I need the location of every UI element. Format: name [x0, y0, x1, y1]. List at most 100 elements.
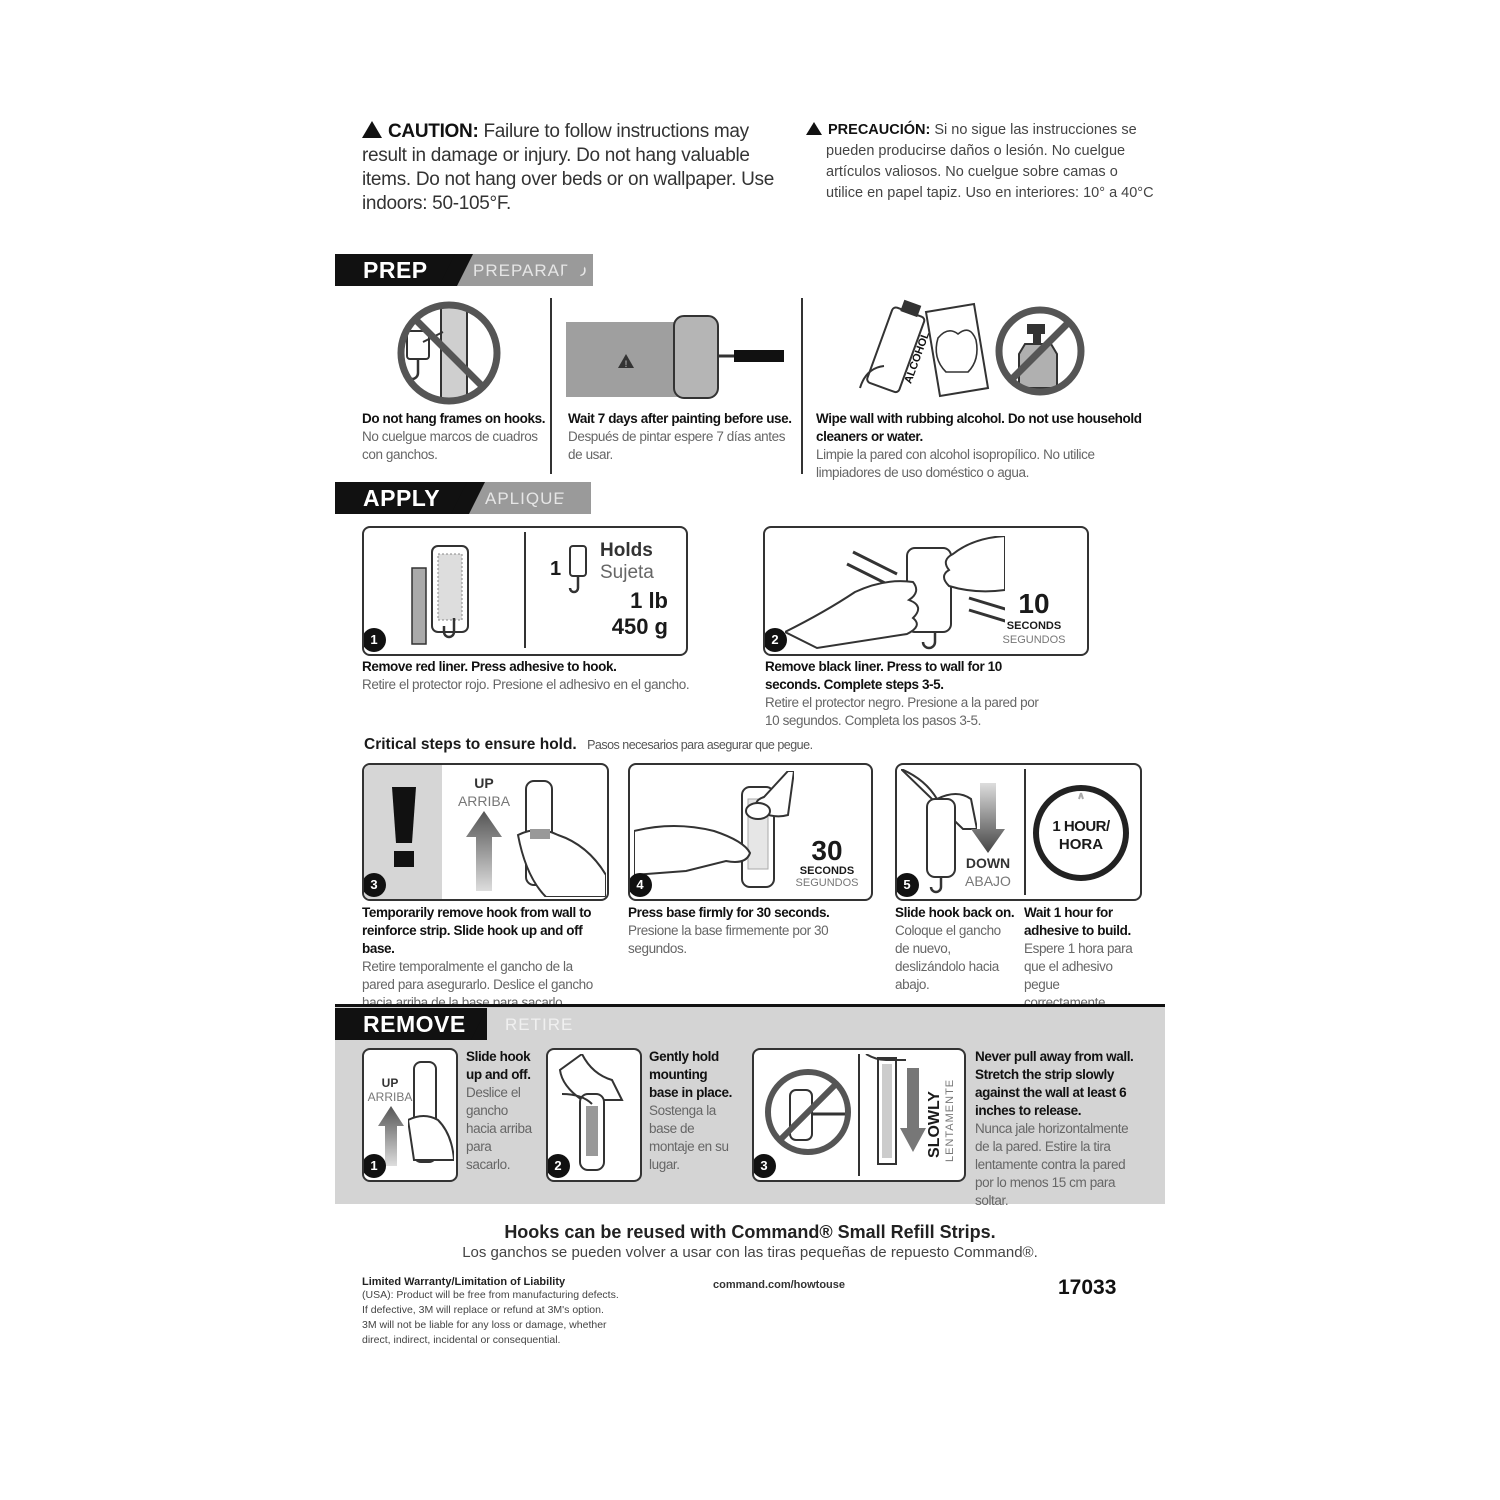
apply-step1-bold: Remove red liner. Press adhesive to hook… [362, 659, 617, 674]
prep-step3-es: Limpie la pared con alcohol isopropílico… [816, 447, 1095, 480]
critical-title-es: Pasos necesarios para asegurar que pegue… [587, 738, 813, 752]
apply-header-slant [451, 482, 591, 514]
step-number: 4 [630, 873, 652, 897]
apply-title: APPLY [335, 482, 467, 514]
step-number: 2 [765, 628, 787, 652]
critical-step5-bold: Slide hook back on. [895, 905, 1015, 920]
remove-step1-bold: Slide hook up and off. [466, 1049, 531, 1082]
product-code: 17033 [1058, 1276, 1117, 1299]
step-number: 1 [364, 628, 386, 652]
stretch-strip-icon [865, 1054, 906, 1165]
critical-step5-box: DOWN ABAJO 1 HOUR/ HORA 5 [895, 763, 1142, 901]
clock-text-line2: HORA [1058, 836, 1104, 853]
critical-step3-box: UP ARRIBA 3 [362, 763, 609, 901]
press-hands-icon [785, 536, 1005, 650]
remove-title: REMOVE [335, 1008, 487, 1040]
remove-header-slant [471, 1008, 487, 1040]
remove-step1-box: UP ARRIBA 1 [362, 1048, 458, 1182]
up-label: UP [474, 775, 494, 791]
prep-step2-es: Después de pintar espere 7 días antes de… [568, 429, 786, 462]
seconds-label: SECONDS [1006, 620, 1062, 632]
arrow-up-icon [466, 811, 502, 891]
paint-roller-icon: ! [566, 315, 784, 399]
critical-heading: Critical steps to ensure hold. Pasos nec… [364, 736, 813, 754]
up-label-es: ARRIBA [367, 1090, 413, 1104]
seconds-label-es: SEGUNDOS [1002, 634, 1066, 646]
remove-step1-caption: Slide hook up and off. Deslice el gancho… [466, 1048, 536, 1174]
no-pull-icon [765, 1069, 851, 1155]
hook-adhesive-icon [411, 545, 469, 645]
warranty-block: Limited Warranty/Limitation of Liability… [362, 1276, 620, 1348]
prep-header: PREP PREPARADO [335, 254, 595, 286]
critical-step4-bold: Press base firmly for 30 seconds. [628, 905, 830, 920]
prep-step1-caption: Do not hang frames on hooks. No cuelgue … [362, 410, 547, 464]
precaucion-label: PRECAUCIÓN: [828, 122, 931, 138]
step-number: 5 [897, 873, 919, 897]
arrow-down-icon [971, 783, 1005, 853]
step-number: 3 [754, 1154, 776, 1178]
sujeta-label: Sujeta [600, 562, 654, 583]
critical-step4-caption: Press base firmly for 30 seconds. Presio… [628, 904, 868, 958]
howtouse-url[interactable]: command.com/howtouse [713, 1279, 846, 1291]
step-number: 3 [364, 873, 386, 897]
wait-es: Espere 1 hora para que el adhesivo pegue… [1024, 941, 1133, 1010]
remove-header: REMOVE RETIRE [335, 1008, 595, 1040]
caution-english: CAUTION: Failure to follow instructions … [362, 120, 792, 216]
no-spray-icon [995, 306, 1085, 396]
seconds-number: 10 [1018, 588, 1050, 619]
hand-hook-icon [516, 780, 606, 897]
critical-step3-bold: Temporarily remove hook from wall to rei… [362, 905, 592, 956]
precaucion-line: Si no sigue las instrucciones se [934, 122, 1137, 138]
no-frames-icon [397, 301, 501, 405]
caution-label: CAUTION: [388, 121, 479, 142]
caution-text: Failure to follow instructions may resul… [362, 121, 774, 214]
remove-title-es: RETIRE [505, 1015, 574, 1034]
critical-step5-es: Coloque el gancho de nuevo, deslizándolo… [895, 923, 1001, 992]
remove-step2-bold: Gently hold mounting base in place. [649, 1049, 732, 1100]
apply-step1-caption: Remove red liner. Press adhesive to hook… [362, 658, 692, 694]
apply-step2-bold: Remove black liner. Press to wall for 10… [765, 659, 1002, 692]
remove-step1-es: Deslice el gancho hacia arriba para saca… [466, 1085, 532, 1172]
wait-bold: Wait 1 hour for adhesive to build. [1024, 905, 1131, 938]
reuse-note-es: Los ganchos se pueden volver a usar con … [462, 1244, 1038, 1261]
warning-icon [806, 122, 822, 135]
prep-step1-bold: Do not hang frames on hooks. [362, 411, 546, 426]
critical-step4-box: 30 SECONDS SEGUNDOS 4 [628, 763, 873, 901]
precaucion-line: pueden producirse daños o lesión. No cue… [826, 143, 1126, 159]
hand-hook-icon [408, 1061, 454, 1163]
remove-step2-box: 2 [546, 1048, 642, 1182]
critical-title: Critical steps to ensure hold. [364, 736, 577, 753]
arrow-down-icon [900, 1068, 926, 1152]
qty-label: 1 [550, 558, 562, 580]
weight-lb: 1 lb [630, 588, 668, 613]
critical-step4-es: Presione la base firmemente por 30 segun… [628, 923, 829, 956]
remove-step2-es: Sostenga la base de montaje en su lugar. [649, 1103, 729, 1172]
apply-step1-es: Retire el protector rojo. Presione el ad… [362, 677, 690, 692]
divider [1024, 769, 1026, 895]
prep-step2-caption: Wait 7 days after painting before use. D… [568, 410, 793, 464]
seconds-label-es: SEGUNDOS [795, 877, 859, 889]
clock-icon [1033, 785, 1129, 881]
warranty-title: Limited Warranty/Limitation of Liability [362, 1276, 566, 1288]
prep-step2-bold: Wait 7 days after painting before use. [568, 411, 792, 426]
down-label-es: ABAJO [965, 873, 1011, 889]
svg-text:!: ! [625, 359, 628, 369]
caution-spanish: PRECAUCIÓN: Si no sigue las instruccione… [806, 120, 1186, 204]
critical-step5-caption: Slide hook back on. Coloque el gancho de… [895, 904, 1017, 994]
seconds-label: SECONDS [799, 865, 855, 877]
prep-step3-bold: Wipe wall with rubbing alcohol. Do not u… [816, 411, 1142, 444]
small-hook-icon [568, 545, 587, 594]
weight-g: 450 g [611, 614, 668, 639]
prep-title: PREP [335, 254, 455, 286]
critical-step3-caption: Temporarily remove hook from wall to rei… [362, 904, 608, 1012]
precaucion-line: utilice en papel tapiz. Uso en interiore… [826, 185, 1154, 201]
apply-header: APPLY APLIQUE [335, 482, 595, 514]
holds-label: Holds [600, 540, 653, 561]
divider [550, 298, 552, 474]
remove-step3-box: SLOWLY LENTAMENTE 3 [752, 1048, 966, 1182]
apply-step2-caption: Remove black liner. Press to wall for 10… [765, 658, 1055, 730]
slide-hook-icon [901, 769, 977, 894]
precaucion-line: artículos valiosos. No cuelgue sobre cam… [826, 164, 1118, 180]
press-base-icon [634, 771, 794, 888]
slowly-label-es: LENTAMENTE [944, 1078, 956, 1162]
